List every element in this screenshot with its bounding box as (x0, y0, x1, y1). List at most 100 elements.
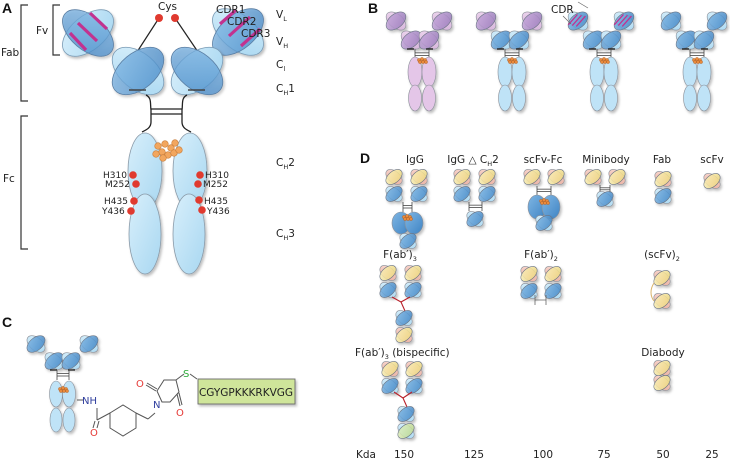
panel-a: A Fab Fv Fc CDR (1, 0, 295, 275)
domain-front (508, 30, 530, 50)
format-scfv-fc (523, 169, 565, 231)
ch3-domain (535, 215, 553, 231)
glycan-unit (542, 198, 546, 202)
domain-front (654, 188, 672, 204)
ch3-domain (422, 84, 436, 112)
scfv-domain (653, 270, 671, 286)
domain-front (385, 169, 403, 185)
glycan-unit (424, 60, 428, 64)
constant-domain-left (490, 30, 512, 50)
domain-front (61, 352, 81, 370)
format-label-fab2: F(ab′)2 (524, 249, 558, 263)
cdr-stripe (575, 15, 586, 27)
domain-front (600, 30, 622, 50)
domain-front (397, 406, 415, 422)
glycan-unit (62, 389, 66, 393)
light-chain-domain (381, 361, 399, 377)
glycan-icon (539, 198, 550, 205)
residue-right-m252: M252 (203, 180, 228, 190)
glycan-unit (606, 60, 610, 64)
residue-left-h435: H435 (104, 197, 128, 207)
cdr-pointer-line-1 (562, 15, 572, 25)
domain-front (381, 361, 399, 377)
hinge-icon (468, 202, 483, 211)
kda-tick-75: 75 (597, 449, 610, 461)
antibody-format-comparison (385, 11, 728, 112)
kda-tick-150: 150 (394, 449, 414, 461)
glycan-unit (403, 217, 407, 221)
domain-front (404, 282, 422, 298)
hinge-icon (534, 295, 547, 305)
chem-o-lower: O (176, 408, 184, 419)
second-specificity-domain (397, 423, 415, 439)
cdr1-label: CDR1 (216, 4, 245, 16)
format-label-minibody: Minibody (582, 154, 630, 166)
label-ch1: CH1 (276, 83, 295, 97)
domain-front (379, 265, 397, 281)
chemical-linker (391, 296, 411, 312)
constant-domain-right (61, 352, 81, 370)
fv-bracket (52, 4, 60, 56)
panel-b: B CDR (368, 0, 728, 112)
light-chain-domain (520, 266, 538, 282)
light-chain-domain (544, 266, 562, 282)
label-cl: Cl (276, 59, 285, 73)
right-cdr-stripes (218, 8, 262, 48)
glycan-unit (61, 386, 65, 390)
left-fv-domain (62, 9, 114, 57)
domain-front (453, 186, 471, 202)
light-chain-domain (395, 327, 413, 343)
kda-tick-25: 25 (705, 449, 718, 461)
ch2-domain (49, 380, 63, 408)
domain-front (653, 375, 671, 391)
glycan-unit (59, 389, 63, 393)
heavy-chain-domain (397, 406, 415, 422)
kda-tick-100: 100 (533, 449, 553, 461)
variable-domain-right (706, 11, 728, 31)
cdr-stripes (613, 14, 632, 27)
kda-tick-125: 125 (464, 449, 484, 461)
heavy-chain-domain (404, 282, 422, 298)
hinge-icon (402, 202, 413, 212)
light-chain-domain (385, 169, 403, 185)
smcc-linker-structure (77, 373, 198, 437)
domain-front (544, 283, 562, 299)
glycan-unit (511, 60, 515, 64)
domain-front (410, 186, 428, 202)
format-fab3-bispecific (381, 361, 423, 439)
glycan-icon (58, 386, 69, 393)
glycan-cluster (152, 139, 183, 162)
peptide-sequence: CGYGPKKKRKVGG (199, 387, 293, 399)
residue-right-h310: H310 (205, 171, 229, 181)
glycan-unit (405, 214, 409, 218)
light-chain-domain (379, 265, 397, 281)
chem-o-carbonyl: O (90, 428, 98, 439)
domain-front (399, 233, 417, 249)
cdr-stripe (621, 15, 632, 27)
glycan-unit (421, 60, 425, 64)
domain-front (653, 360, 671, 376)
domain-front (703, 173, 721, 189)
hinge-icon (56, 370, 70, 380)
format-igg-delta-ch2 (453, 169, 496, 227)
label-ch2: CH2 (276, 157, 295, 171)
domain-front (706, 11, 728, 31)
variable-domain-right (79, 335, 99, 353)
chemical-linker (393, 391, 413, 408)
scfv-domain (703, 173, 721, 189)
ch3-domain (408, 84, 422, 112)
format-igg (385, 169, 428, 249)
domain-front (520, 266, 538, 282)
scfv-domain (547, 169, 565, 185)
heavy-chain-domain (385, 186, 403, 202)
peptide-box (197, 378, 296, 405)
residue-left-h310: H310 (103, 171, 127, 181)
ch3-domain (49, 407, 63, 433)
variable-domain-left (26, 335, 46, 353)
hinge-bridge (534, 295, 547, 305)
domain-front (385, 186, 403, 202)
domain-front (381, 378, 399, 394)
cdr2-label: CDR2 (227, 16, 256, 28)
chem-s: S (183, 369, 189, 380)
cdr3-label: CDR3 (241, 28, 270, 40)
